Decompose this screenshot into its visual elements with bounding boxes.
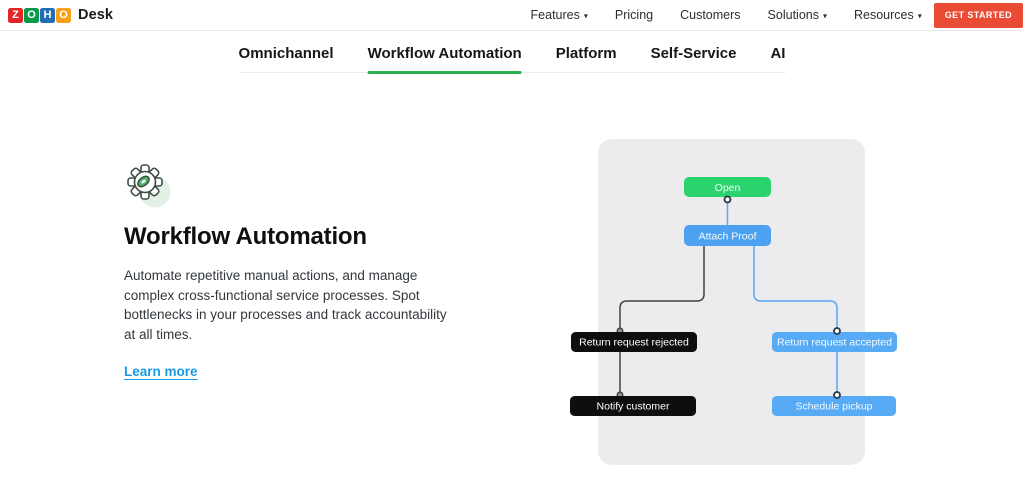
active-tab-underline: [367, 71, 522, 74]
tab-self-service[interactable]: Self-Service: [651, 45, 737, 72]
connector-attach-rejected: [619, 246, 705, 330]
nav-item-pricing[interactable]: Pricing: [615, 8, 653, 22]
chevron-down-icon: ▾: [917, 11, 922, 20]
tab-label: Omnichannel: [238, 45, 334, 62]
node-schedule-pickup-label: Schedule pickup: [795, 401, 872, 413]
tab-workflow-automation[interactable]: Workflow Automation: [367, 45, 522, 74]
node-return-request-rejected-label: Return request rejected: [579, 337, 689, 349]
node-return-request-accepted-label: Return request accepted: [777, 337, 892, 349]
primary-nav: Features ▾ Pricing Customers Solutions ▾…: [531, 8, 922, 22]
logo-letter-h: H: [40, 7, 55, 23]
chevron-down-icon: ▾: [822, 11, 827, 20]
top-navigation-bar: Z O H O Desk Features ▾ Pricing Customer…: [0, 0, 1024, 31]
tab-label: Workflow Automation: [367, 45, 522, 62]
nav-item-label: Pricing: [614, 8, 654, 22]
page-title: Workflow Automation: [124, 223, 367, 250]
nav-item-label: Customers: [680, 8, 741, 22]
node-notify-customer: [570, 396, 696, 416]
tab-label: Platform: [555, 45, 617, 62]
nav-item-features[interactable]: Features ▾: [531, 8, 588, 22]
node-attach-proof-label: Attach Proof: [699, 231, 757, 243]
workflow-diagram: Open Attach Proof Return request rejecte…: [560, 130, 910, 475]
logo-product-name: Desk: [78, 7, 114, 23]
node-return-request-rejected: [571, 332, 697, 352]
zoho-desk-logo[interactable]: Z O H O Desk: [8, 7, 113, 23]
nav-item-resources[interactable]: Resources ▾: [854, 8, 922, 22]
node-open-label: Open: [715, 182, 741, 194]
tab-label: AI: [770, 45, 786, 62]
workflow-gear-icon: [127, 164, 171, 208]
chevron-down-icon: ▾: [583, 11, 588, 20]
diagram-panel: [598, 139, 865, 465]
node-open: [684, 177, 771, 197]
learn-more-link[interactable]: Learn more: [124, 363, 198, 379]
nav-item-label: Solutions: [767, 8, 819, 22]
connector-attach-accepted: [753, 246, 838, 329]
node-attach-proof: [684, 225, 771, 246]
tab-label: Self-Service: [650, 45, 737, 62]
connector-dot: [833, 391, 841, 399]
tab-platform[interactable]: Platform: [556, 45, 617, 72]
node-notify-customer-label: Notify customer: [597, 401, 670, 413]
connector-dot: [833, 327, 841, 335]
logo-letter-o2: O: [56, 7, 71, 23]
get-started-button[interactable]: GET STARTED: [933, 2, 1023, 28]
nav-item-solutions[interactable]: Solutions ▾: [768, 8, 827, 22]
zoho-logo-icon: Z O H O: [8, 7, 71, 23]
logo-letter-z: Z: [8, 7, 23, 23]
logo-letter-o1: O: [24, 7, 39, 23]
connector-dot: [723, 195, 732, 204]
nav-item-label: Features: [530, 8, 580, 22]
nav-item-label: Resources: [854, 8, 914, 22]
node-return-request-accepted: [772, 332, 897, 352]
feature-description: Automate repetitive manual actions, and …: [124, 268, 447, 343]
nav-item-customers[interactable]: Customers: [680, 8, 740, 22]
feature-copy-block: Workflow Automation Automate repetitive …: [124, 162, 469, 381]
tab-omnichannel[interactable]: Omnichannel: [239, 45, 334, 72]
node-schedule-pickup: [772, 396, 896, 416]
section-tabs: Omnichannel Workflow Automation Platform…: [238, 45, 786, 74]
tab-ai[interactable]: AI: [770, 45, 785, 72]
